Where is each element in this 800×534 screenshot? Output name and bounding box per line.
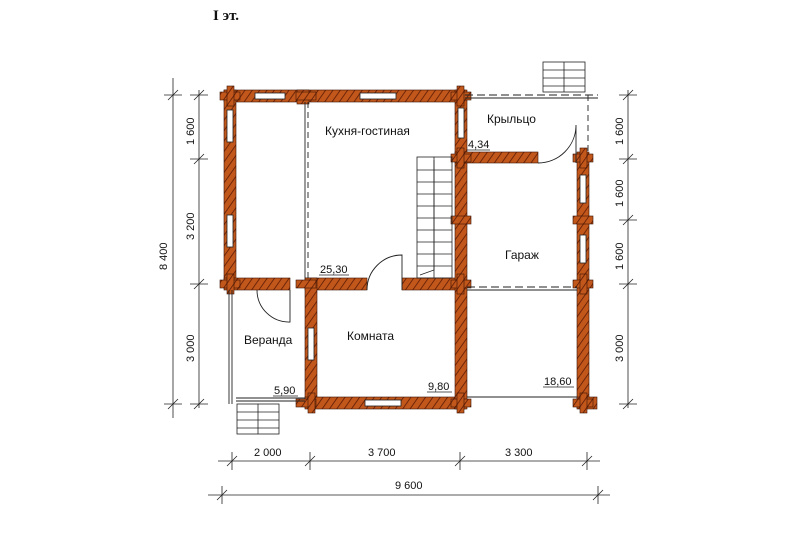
room-label-veranda: Веранда bbox=[244, 333, 293, 347]
thin-lines bbox=[228, 94, 598, 404]
doors bbox=[256, 124, 577, 323]
dim-left-1: 1 600 bbox=[185, 117, 197, 145]
dim-right-2: 1 600 bbox=[614, 179, 626, 207]
dim-bottom-2: 3 700 bbox=[368, 447, 396, 459]
dim-left-total: 8 400 bbox=[158, 242, 170, 270]
dim-bottom-1: 2 000 bbox=[254, 447, 282, 459]
floor-title: I эт. bbox=[213, 8, 240, 24]
area-kitchen: 25,30 bbox=[320, 264, 348, 276]
dim-bottom-total: 9 600 bbox=[395, 480, 423, 492]
dimension-lines bbox=[164, 78, 637, 504]
dim-right-3: 1 600 bbox=[614, 242, 626, 270]
area-labels: 4,34 25,30 5,90 9,80 18,60 bbox=[273, 139, 574, 397]
dim-right-4: 3 000 bbox=[614, 334, 626, 362]
room-label-garage: Гараж bbox=[505, 248, 539, 262]
area-room: 9,80 bbox=[428, 381, 449, 393]
room-label-kitchen: Кухня-гостиная bbox=[325, 124, 410, 138]
area-veranda: 5,90 bbox=[274, 385, 295, 397]
walls bbox=[223, 89, 598, 410]
area-garage: 18,60 bbox=[544, 376, 572, 388]
dim-left-2: 3 200 bbox=[185, 212, 197, 240]
dim-bottom-3: 3 300 bbox=[505, 447, 533, 459]
windows bbox=[226, 92, 587, 407]
stairs bbox=[236, 61, 586, 435]
room-label-room: Комната bbox=[347, 329, 394, 343]
dim-right-1: 1 600 bbox=[614, 117, 626, 145]
room-label-porch: Крыльцо bbox=[487, 112, 536, 126]
dim-left-3: 3 000 bbox=[185, 334, 197, 362]
area-porch: 4,34 bbox=[468, 139, 489, 151]
log-notches bbox=[219, 85, 594, 414]
